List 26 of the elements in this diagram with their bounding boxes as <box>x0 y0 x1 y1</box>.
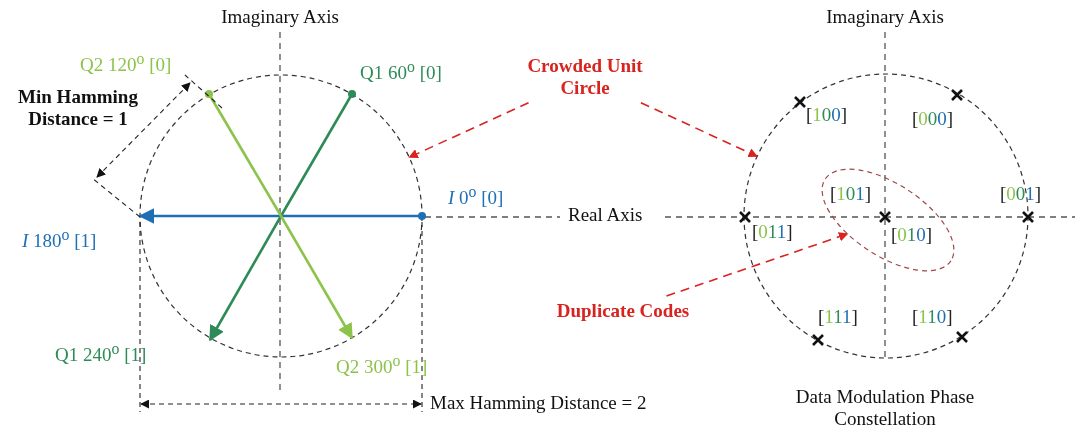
code-label: [111] <box>818 306 858 328</box>
leader-arrow <box>640 101 758 158</box>
leader-arrow <box>665 232 849 297</box>
code-label: [110] <box>912 306 953 328</box>
phase-label: I 180$^{o}$ [1] <box>22 226 97 253</box>
axis-label: Real Axis <box>568 204 643 226</box>
caption-text: Data Modulation Phase Constellation <box>794 386 976 430</box>
phase-label: Q1 240$^{o}$ [1] <box>55 340 147 367</box>
dimension-label: Max Hamming Distance = 2 <box>430 392 647 414</box>
dimension-label: Min Hamming Distance = 1 <box>17 86 139 130</box>
axis-label: Imaginary Axis <box>825 6 945 28</box>
phase-label: I 0$^{o}$ [0] <box>448 183 504 210</box>
phase-label: Q2 300$^{o}$ [1] <box>336 352 428 379</box>
code-label: [001] <box>1000 183 1042 205</box>
callout-text: Crowded Unit Circle <box>520 55 650 99</box>
code-label: [100] <box>806 104 848 126</box>
dashed-ellipse <box>821 168 955 272</box>
code-label: [000] <box>912 108 954 130</box>
leader-arrow <box>408 101 530 159</box>
code-label: [101] <box>830 183 872 205</box>
callout-text: Duplicate Codes <box>528 300 718 322</box>
code-label: [010] <box>891 224 933 246</box>
phase-label: Q1 60$^{o}$ [0] <box>360 58 442 85</box>
code-label: [011] <box>752 221 793 243</box>
phase-label: Q2 120$^{o}$ [0] <box>80 50 172 77</box>
axis-label: Imaginary Axis <box>220 6 340 28</box>
